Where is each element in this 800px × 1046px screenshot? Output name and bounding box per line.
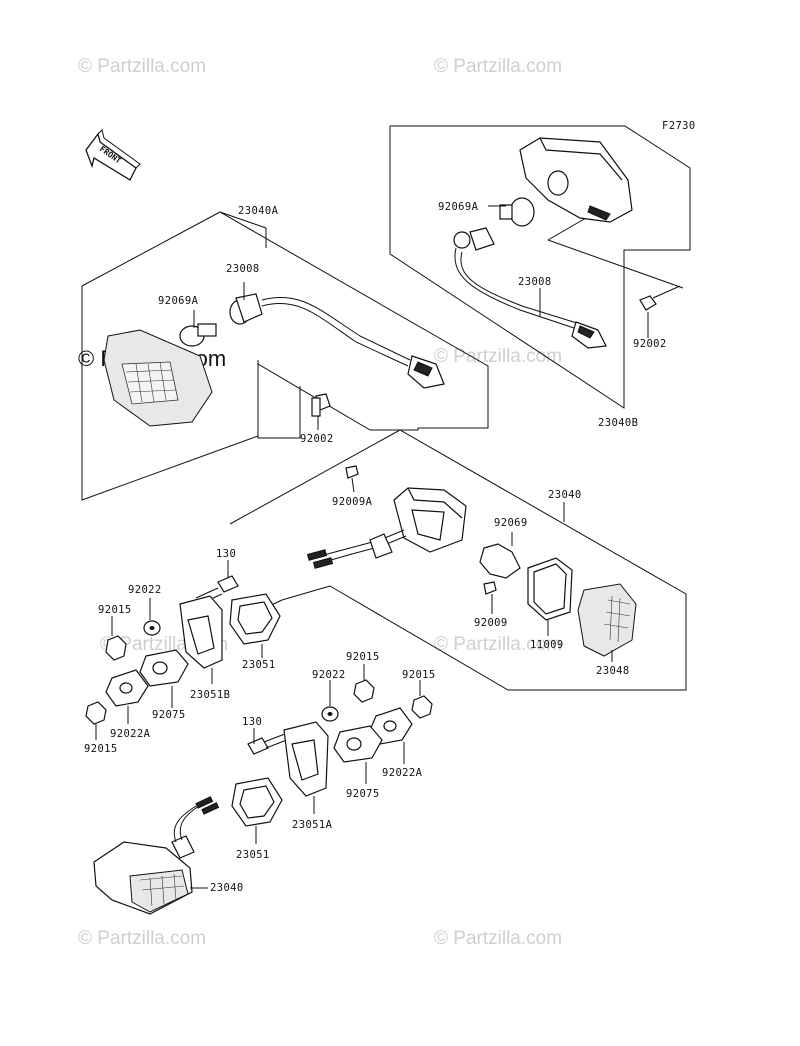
callout-92069A-right: 92069A — [438, 201, 479, 213]
bulb-92069 — [479, 532, 521, 579]
callout-92009: 92009 — [474, 617, 508, 629]
callout-23051-top: 23051 — [242, 659, 276, 671]
watermark: © Partzilla.com — [78, 56, 206, 77]
callout-23008-right: 23008 — [518, 276, 552, 288]
callout-92075-top: 92075 — [152, 709, 186, 721]
gasket-11009 — [527, 557, 573, 636]
socket-23008-left — [229, 282, 445, 389]
screw-92009 — [483, 581, 497, 614]
lens-23048 — [577, 583, 637, 662]
assembly-23040B — [389, 125, 691, 409]
callout-92022-top: 92022 — [128, 584, 162, 596]
callout-92015-d: 92015 — [402, 669, 436, 681]
bulb-92069A-right — [499, 197, 535, 227]
watermark: © Partzilla.com — [434, 634, 562, 655]
callout-11009: 11009 — [530, 639, 564, 651]
callout-92015-b: 92015 — [84, 743, 118, 755]
callout-23040-mid: 23040 — [548, 489, 582, 501]
callout-92069A-left: 92069A — [158, 295, 199, 307]
callout-23040A: 23040A — [238, 205, 279, 217]
bulb-92069A-left — [179, 310, 217, 347]
figure-code: F2730 — [662, 120, 696, 132]
callout-92022A-left: 92022A — [110, 728, 151, 740]
callout-92075-bot: 92075 — [346, 788, 380, 800]
watermark: © Partzilla.com — [434, 346, 562, 367]
screw-92002-right — [639, 285, 681, 311]
watermark: © Partzilla.com — [78, 928, 206, 949]
callout-92022-mid: 92022 — [312, 669, 346, 681]
watermark: © Partzilla.com — [434, 56, 562, 77]
mount-hardware-lower — [93, 664, 433, 915]
callout-23048: 23048 — [596, 665, 630, 677]
callout-92015-a: 92015 — [98, 604, 132, 616]
socket-23008-right — [453, 227, 607, 349]
lamp-23040-bottom — [93, 796, 220, 915]
front-arrow-icon: FRONT — [85, 129, 141, 181]
callout-92015-c: 92015 — [346, 651, 380, 663]
callout-92002-left: 92002 — [300, 433, 334, 445]
callout-92009A: 92009A — [332, 496, 373, 508]
callout-23051-bot: 23051 — [236, 849, 270, 861]
screw-92002-left — [311, 393, 331, 430]
callout-23040B: 23040B — [598, 417, 638, 429]
callout-130-top: 130 — [216, 548, 236, 560]
callout-92002-right: 92002 — [633, 338, 667, 350]
assembly-23040A — [81, 211, 489, 501]
callout-92069: 92069 — [494, 517, 528, 529]
watermark: © Partzilla.com — [434, 928, 562, 949]
assembly-23040-mid — [229, 429, 687, 691]
callout-92022A-right: 92022A — [382, 767, 423, 779]
callout-23051B: 23051B — [190, 689, 230, 701]
mount-hardware-upper — [85, 560, 283, 740]
screw-92009A — [345, 465, 359, 493]
callout-23008-left: 23008 — [226, 263, 260, 275]
callout-23051A: 23051A — [292, 819, 333, 831]
callout-23040-bot: 23040 — [210, 882, 244, 894]
callout-130-bot: 130 — [242, 716, 262, 728]
